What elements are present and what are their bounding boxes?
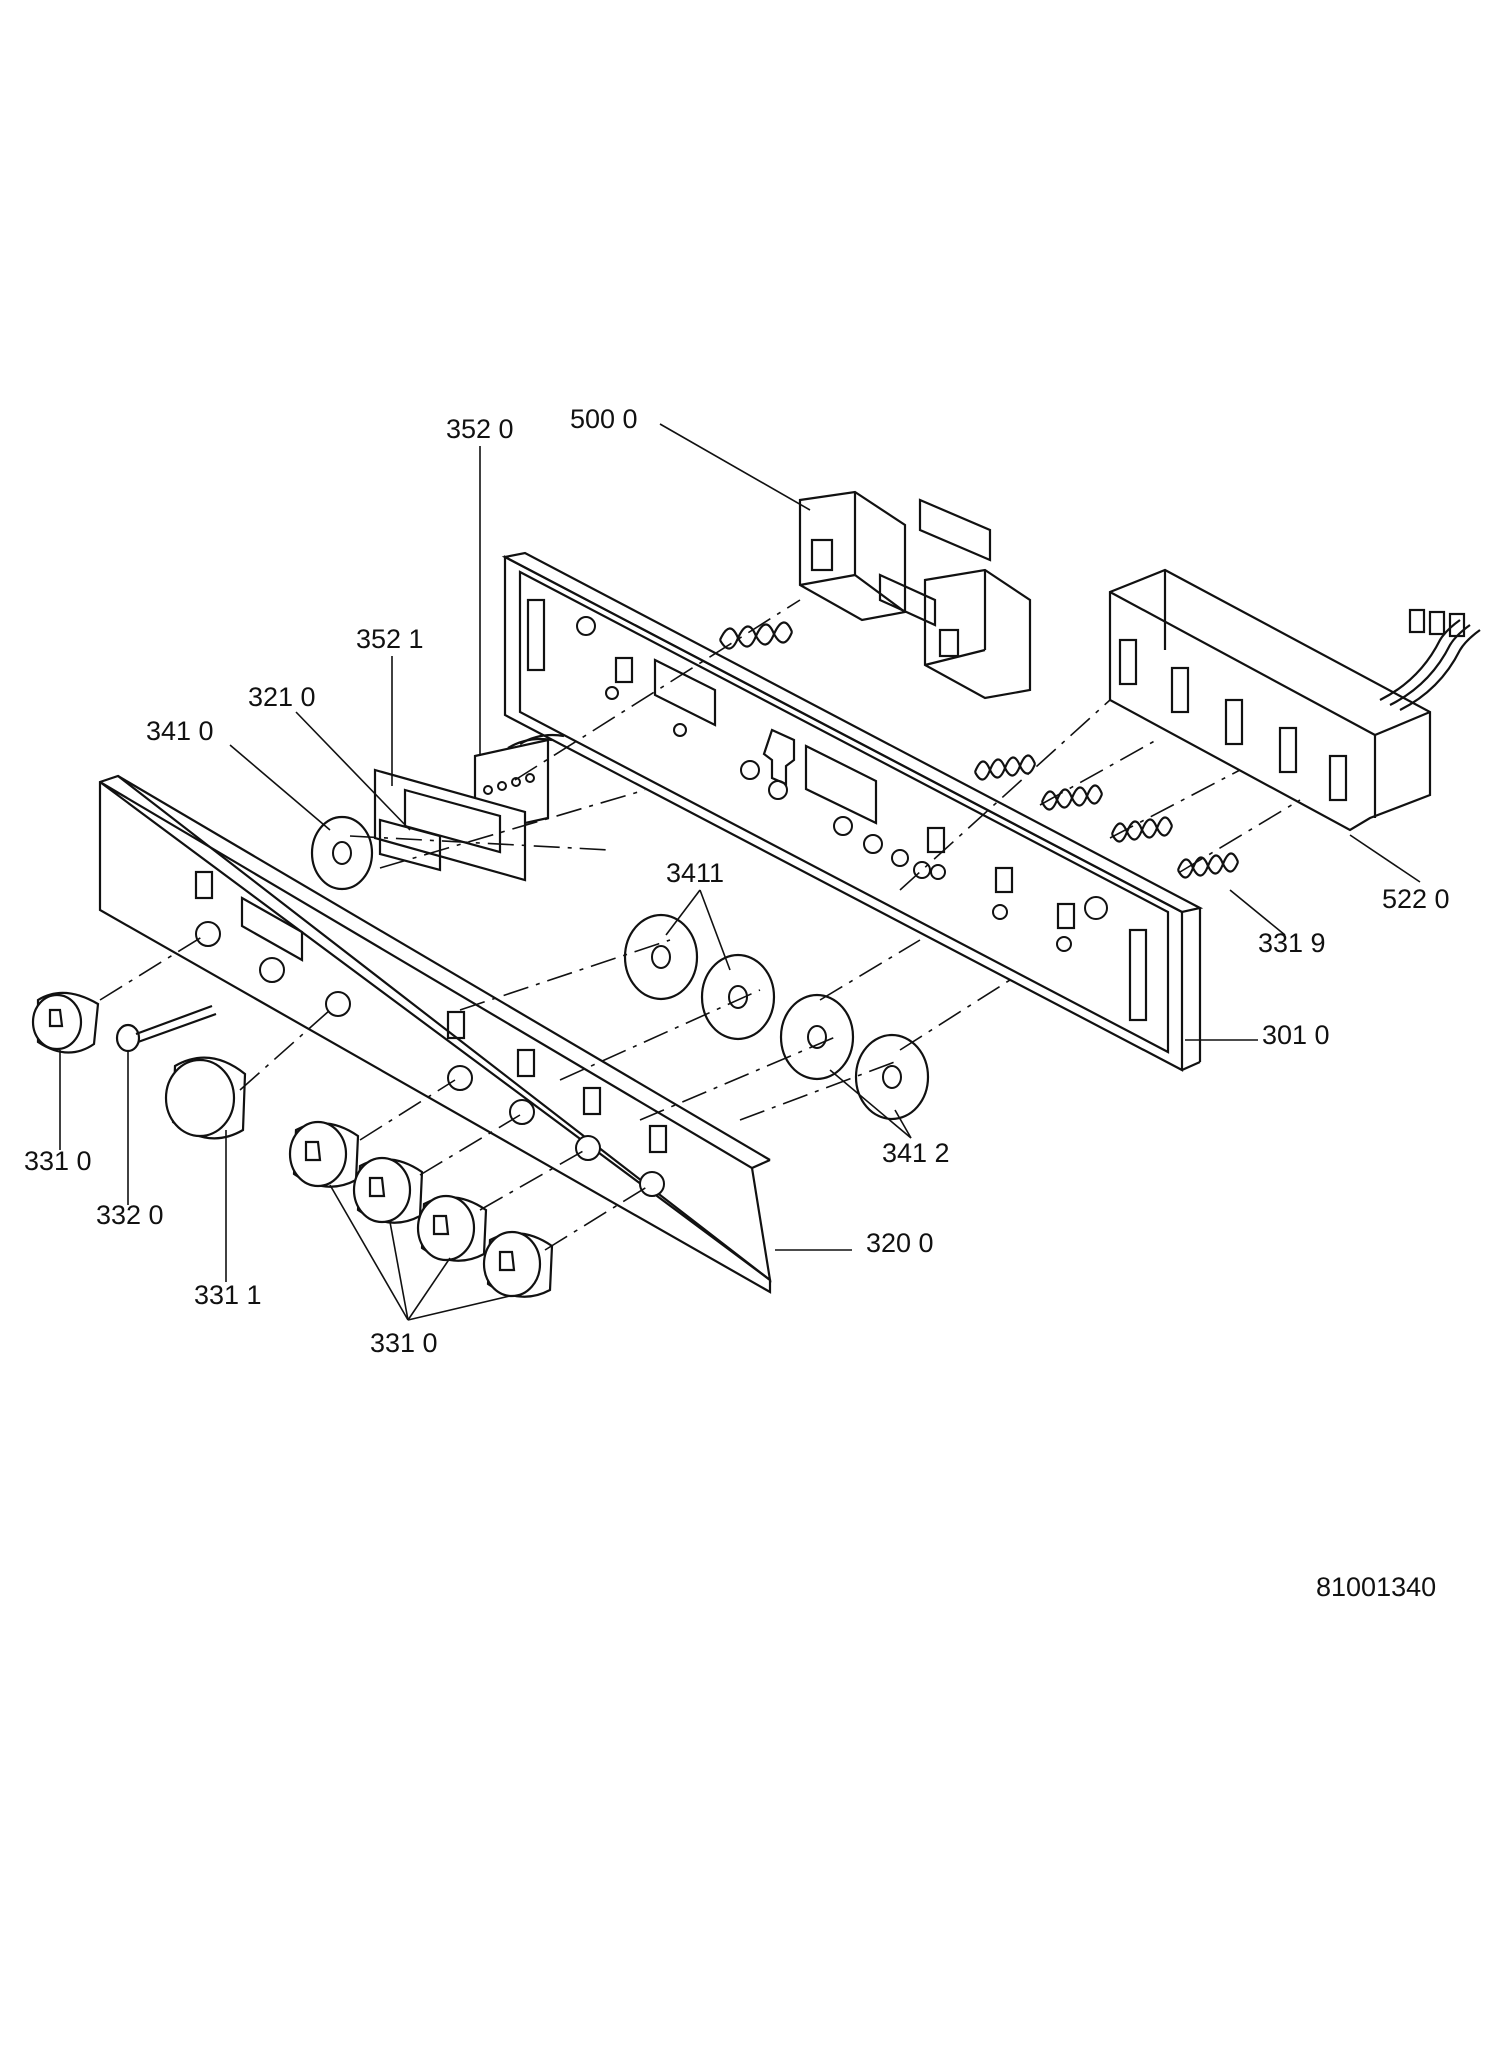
label-331-0-left: 331 0	[24, 1146, 92, 1176]
washer-large	[310, 815, 374, 891]
label-320-0: 320 0	[866, 1228, 934, 1258]
label-341-2: 341 2	[882, 1138, 950, 1168]
terminal-block	[1108, 568, 1481, 832]
display-lens	[378, 818, 442, 872]
drawing-number: 81001340	[1316, 1572, 1436, 1602]
rear-control-panel	[501, 551, 1204, 1072]
label-500-0: 500 0	[570, 404, 638, 434]
washer-pair-lower	[779, 993, 930, 1121]
label-352-0: 352 0	[446, 414, 514, 444]
label-331-0-bottom: 331 0	[370, 1328, 438, 1358]
knob-row	[288, 1120, 554, 1298]
label-3411: 3411	[666, 858, 724, 888]
indicator-lamp	[115, 1004, 217, 1053]
washer-pair-upper	[623, 913, 776, 1041]
springs-set	[973, 754, 1240, 879]
leader-lines	[59, 423, 1421, 1321]
label-301-0: 301 0	[1262, 1020, 1330, 1050]
label-352-1: 352 1	[356, 624, 424, 654]
knob-large	[164, 1056, 247, 1140]
label-331-1: 331 1	[194, 1280, 262, 1310]
label-321-0: 321 0	[248, 682, 316, 712]
switch-module-assembly	[798, 490, 1032, 700]
label-332-0: 332 0	[96, 1200, 164, 1230]
display-window	[373, 768, 527, 882]
front-fascia	[98, 774, 772, 1294]
knob-small	[31, 991, 100, 1054]
alignment-lines	[99, 599, 1301, 1251]
spring-top	[718, 621, 794, 650]
label-331-9: 331 9	[1258, 928, 1326, 958]
label-341-0: 341 0	[146, 716, 214, 746]
label-522-0: 522 0	[1382, 884, 1450, 914]
